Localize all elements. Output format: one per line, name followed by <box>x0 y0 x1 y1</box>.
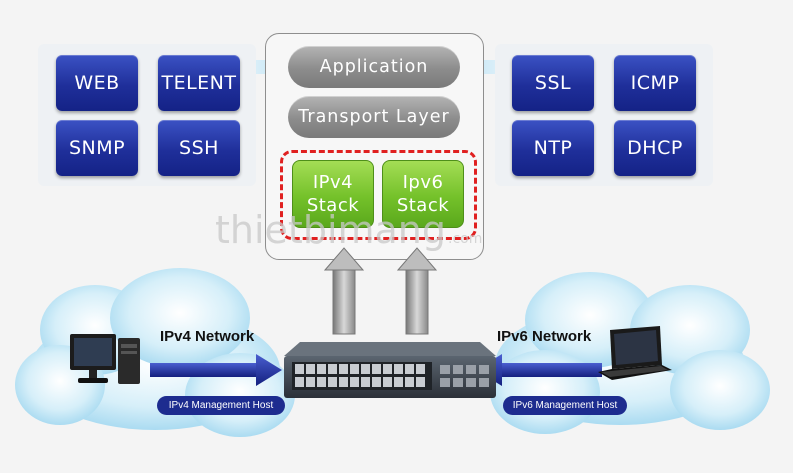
dual-stack-outline <box>280 150 477 240</box>
ipv6-up-arrow <box>396 247 438 335</box>
protocol-snmp: SNMP <box>56 120 138 176</box>
network-switch <box>284 342 496 398</box>
application-layer: Application <box>288 46 460 88</box>
ipv4-network-label: IPv4 Network <box>160 328 255 345</box>
protocol-ssl: SSL <box>512 55 594 111</box>
ipv4-stack-line1: IPv4 <box>312 172 354 193</box>
desktop-computer-icon <box>70 334 140 384</box>
watermark-suffix: .com <box>448 231 483 247</box>
watermark: thietbimang.com <box>215 208 482 252</box>
ipv6-stack-line1: Ipv6 <box>402 172 444 193</box>
ipv4-up-arrow <box>323 247 365 335</box>
laptop-icon <box>598 326 672 380</box>
ipv4-stack: IPv4 Stack <box>292 160 374 228</box>
ipv6-stack: Ipv6 Stack <box>382 160 464 228</box>
transport-layer: Transport Layer <box>288 96 460 138</box>
ipv6-network-label: IPv6 Network <box>497 328 592 345</box>
protocol-ssh: SSH <box>158 120 240 176</box>
protocol-telent: TELENT <box>158 55 240 111</box>
protocol-ntp: NTP <box>512 120 594 176</box>
protocol-web: WEB <box>56 55 138 111</box>
ipv4-blue-arrow <box>150 354 282 386</box>
ipv4-stack-line2: Stack <box>306 195 360 216</box>
protocol-icmp: ICMP <box>614 55 696 111</box>
protocol-dhcp: DHCP <box>614 120 696 176</box>
watermark-main: thietbimang <box>215 208 447 252</box>
ipv6-management-host-label: IPv6 Management Host <box>503 396 627 415</box>
ipv4-management-host-label: IPv4 Management Host <box>157 396 285 415</box>
ipv6-stack-line2: Stack <box>396 195 450 216</box>
